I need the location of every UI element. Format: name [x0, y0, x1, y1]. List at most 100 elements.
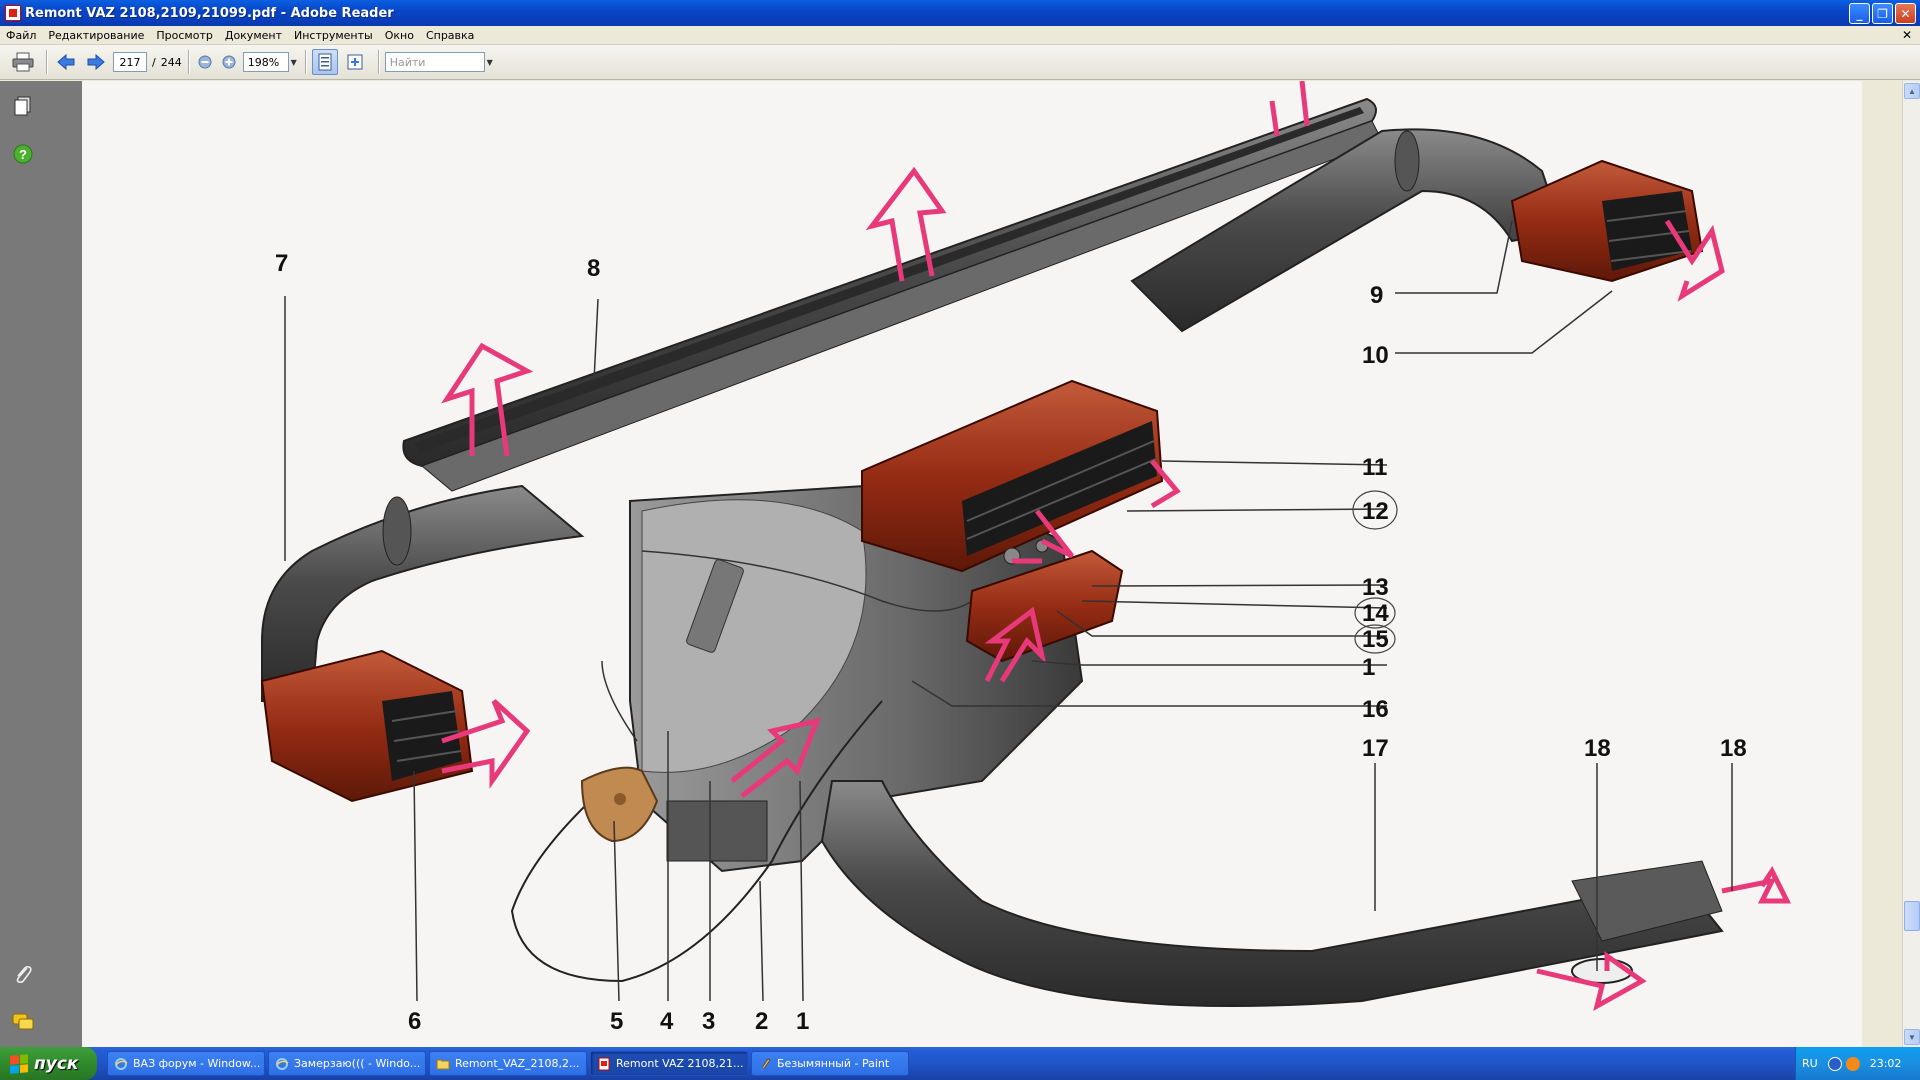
task-label: ВАЗ форум - Window... — [133, 1057, 261, 1070]
menu-view[interactable]: Просмотр — [156, 28, 213, 42]
minimize-button[interactable]: _ — [1849, 3, 1870, 24]
center-vent — [861, 379, 1164, 573]
menu-help[interactable]: Справка — [425, 28, 475, 42]
toolbar-separator — [304, 50, 306, 74]
task-list: ВАЗ форум - Window... Замерзаю((( - Wind… — [107, 1051, 909, 1076]
airflow-arrow-18b — [1721, 866, 1792, 904]
menu-edit[interactable]: Редактирование — [48, 28, 145, 42]
label-8: 8 — [587, 255, 600, 282]
label-18-left: 18 — [1584, 735, 1611, 762]
airflow-arrow-vent11 — [1150, 459, 1181, 509]
scroll-pages-icon — [318, 53, 332, 71]
label-16: 16 — [1362, 696, 1389, 723]
task-button[interactable]: Безымянный - Paint — [751, 1051, 909, 1076]
title-bar[interactable]: Remont VAZ 2108,2109,21099.pdf - Adobe R… — [0, 0, 1920, 26]
tray-expand-icon[interactable] — [1827, 1056, 1842, 1071]
navigation-panel: ? — [0, 81, 82, 1047]
label-2: 2 — [755, 1008, 768, 1035]
taskbar: пуск ВАЗ форум - Window... Замерзаю((( -… — [0, 1047, 1920, 1080]
search-input[interactable] — [384, 52, 485, 72]
help-panel-button[interactable]: ? — [12, 143, 34, 165]
label-11: 11 — [1362, 454, 1387, 481]
airflow-arrow-floor — [730, 717, 822, 798]
tray-app-icon[interactable] — [1845, 1056, 1860, 1071]
window-title: Remont VAZ 2108,2109,21099.pdf - Adobe R… — [25, 5, 394, 21]
airflow-arrow-left — [441, 342, 534, 457]
control-cable-upper — [601, 550, 973, 742]
close-document-button[interactable]: ✕ — [1901, 28, 1912, 42]
fit-page-icon — [347, 54, 363, 70]
label-15: 15 — [1362, 626, 1389, 653]
task-button[interactable]: Remont_VAZ_2108,2... — [429, 1051, 587, 1076]
pdf-page: 7 8 9 10 11 12 13 14 15 1 16 17 18 18 6 … — [82, 81, 1862, 1047]
system-tray: RU 23:02 — [1795, 1047, 1920, 1080]
label-6: 6 — [408, 1008, 421, 1035]
page-number-input[interactable] — [113, 52, 147, 72]
attachments-panel-button[interactable] — [12, 963, 34, 985]
menu-document[interactable]: Документ — [224, 28, 282, 42]
label-1-bottom: 1 — [796, 1008, 809, 1035]
scroll-down-button[interactable]: ▼ — [1904, 1029, 1920, 1045]
airflow-arrow-inner — [1012, 509, 1074, 564]
start-button[interactable]: пуск — [0, 1047, 97, 1080]
zoom-in-button[interactable] — [219, 49, 239, 75]
fit-page-button[interactable] — [342, 49, 368, 75]
scroll-thumb[interactable] — [1904, 901, 1920, 931]
label-9: 9 — [1370, 282, 1383, 309]
label-18-right: 18 — [1720, 735, 1747, 762]
close-button[interactable]: ✕ — [1895, 3, 1916, 24]
right-vent — [1510, 159, 1704, 283]
clock: 23:02 — [1869, 1057, 1902, 1070]
comments-panel-button[interactable] — [12, 1011, 34, 1033]
restore-button[interactable]: ❐ — [1872, 3, 1893, 24]
previous-page-button[interactable] — [53, 49, 79, 75]
arrow-left-icon — [57, 53, 75, 71]
scroll-up-button[interactable]: ▲ — [1904, 83, 1920, 99]
printer-icon — [12, 52, 34, 72]
task-button[interactable]: ВАЗ форум - Window... — [107, 1051, 265, 1076]
zoom-input[interactable] — [242, 52, 289, 72]
label-12: 12 — [1362, 498, 1389, 525]
windows-logo-icon — [10, 1053, 28, 1074]
print-button[interactable] — [10, 49, 36, 75]
ventilation-diagram: 7 8 9 10 11 12 13 14 15 1 16 17 18 18 6 … — [260, 81, 1792, 1035]
label-5: 5 — [610, 1008, 623, 1035]
airflow-arrow-18a — [1536, 951, 1647, 1011]
search-dropdown-arrow[interactable]: ▼ — [486, 57, 493, 67]
right-side-duct — [1130, 128, 1564, 333]
windshield-duct — [402, 97, 1383, 492]
label-1-right: 1 — [1362, 654, 1375, 681]
task-button-active[interactable]: Remont VAZ 2108,21... — [590, 1051, 748, 1076]
task-label: Remont VAZ 2108,21... — [616, 1057, 744, 1070]
adobe-icon — [597, 1057, 611, 1071]
left-vent — [260, 649, 474, 803]
menu-file[interactable]: Файл — [6, 28, 37, 42]
fit-width-button[interactable] — [311, 49, 338, 75]
folder-icon — [436, 1057, 450, 1071]
diagram-labels: 7 8 9 10 11 12 13 14 15 1 16 17 18 18 6 … — [275, 250, 1747, 1035]
label-14: 14 — [1362, 600, 1389, 627]
pages-panel-button[interactable] — [12, 95, 34, 117]
label-17: 17 — [1362, 735, 1389, 762]
control-knob — [580, 766, 659, 843]
zoom-out-button[interactable] — [195, 49, 215, 75]
paperclip-icon — [16, 965, 32, 984]
label-13: 13 — [1362, 574, 1389, 601]
vertical-scrollbar[interactable]: ▲ ▼ — [1902, 81, 1920, 1047]
menu-bar: Файл Редактирование Просмотр Документ Ин… — [0, 26, 1920, 45]
start-label: пуск — [34, 1053, 79, 1074]
menu-tools[interactable]: Инструменты — [294, 28, 373, 42]
document-view[interactable]: 7 8 9 10 11 12 13 14 15 1 16 17 18 18 6 … — [82, 81, 1862, 1047]
airflow-arrow-vent6 — [441, 699, 531, 789]
language-indicator[interactable]: RU — [1802, 1057, 1818, 1070]
next-page-button[interactable] — [83, 49, 109, 75]
zoom-dropdown-arrow[interactable]: ▼ — [290, 57, 297, 67]
task-button[interactable]: Замерзаю((( - Windo... — [268, 1051, 426, 1076]
menu-window[interactable]: Окно — [384, 28, 414, 42]
task-label: Замерзаю((( - Windo... — [294, 1057, 421, 1070]
ie-icon — [114, 1057, 128, 1071]
task-label: Безымянный - Paint — [777, 1057, 890, 1070]
toolbar-separator — [187, 50, 189, 74]
label-10: 10 — [1362, 342, 1389, 369]
